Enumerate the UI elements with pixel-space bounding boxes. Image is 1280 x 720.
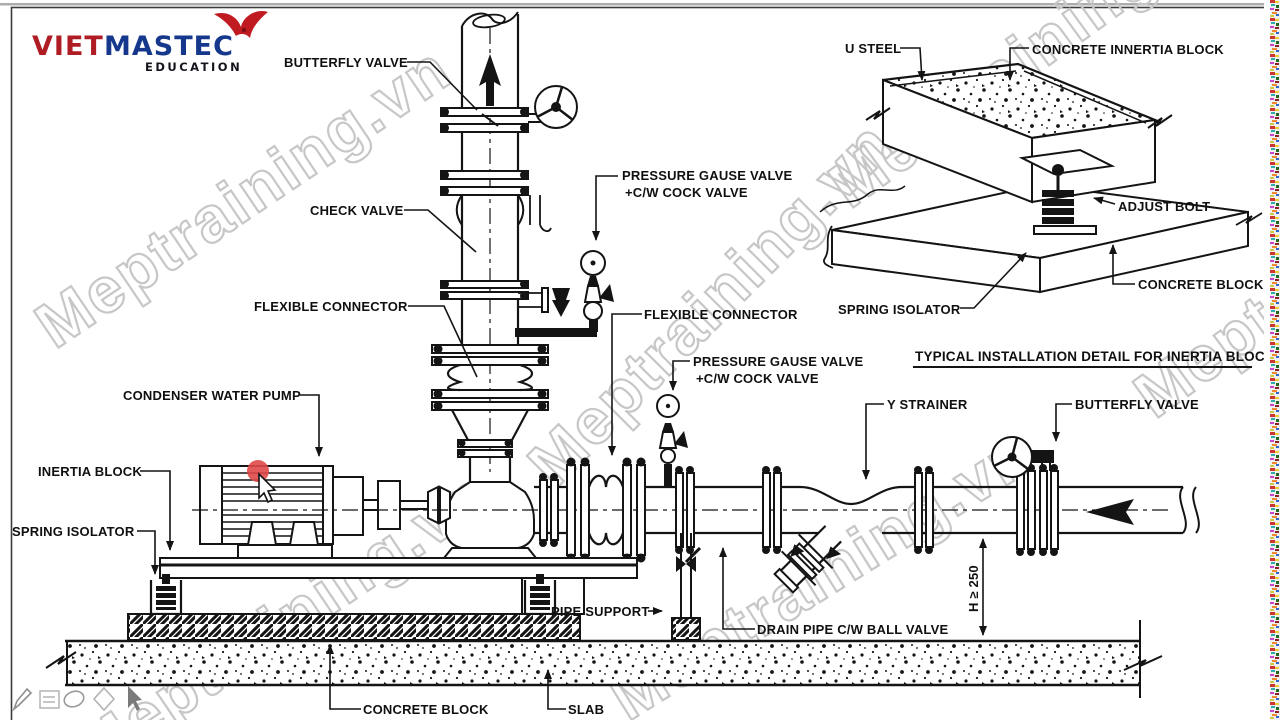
- label-butterfly-valve-top: BUTTERFLY VALVE: [284, 55, 408, 70]
- phoenix-icon-body: [241, 27, 247, 33]
- presenter-cursor: [247, 460, 277, 504]
- shape-tool-icon[interactable]: [92, 686, 116, 712]
- logo-tagline: EDUCATION: [145, 60, 242, 74]
- label-flexible-connector-right: FLEXIBLE CONNECTOR: [644, 307, 798, 322]
- label-pressure-gauge-1-line1: PRESSURE GAUSE VALVE: [622, 168, 793, 183]
- pipe-break-right: [1179, 486, 1200, 534]
- inset-spring: [1033, 190, 1097, 235]
- block-break-right: [1147, 114, 1173, 129]
- ellipse-tool-icon[interactable]: [62, 689, 86, 710]
- bellows: [587, 474, 625, 546]
- shaft: [363, 499, 428, 511]
- stamp-tool-icon[interactable]: [39, 690, 60, 709]
- strainer-top: [781, 485, 915, 506]
- drain-pipe-ball-valve: [676, 533, 702, 618]
- flange-joint: [440, 280, 529, 300]
- foundation: [45, 557, 1163, 698]
- label-inertia-block: INERTIA BLOCK: [38, 464, 142, 479]
- concrete-block-band: [127, 613, 581, 641]
- bellows: [446, 363, 534, 392]
- riser-walls: [460, 14, 520, 345]
- leader-lines: [137, 47, 1135, 710]
- butterfly-valve-right: [991, 436, 1059, 556]
- label-pressure-gauge-2-line2: +C/W COCK VALVE: [696, 371, 819, 386]
- pressure-gauge-1: [515, 250, 614, 337]
- mount-plate: [1018, 148, 1116, 176]
- inertia-base: [159, 557, 638, 579]
- pipe-support-block: [671, 617, 701, 641]
- strainer-leg: [773, 525, 842, 594]
- flexible-connector-vertical: [431, 344, 549, 411]
- reducer-and-pump-column: [441, 409, 539, 559]
- label-pressure-gauge-2-line1: PRESSURE GAUSE VALVE: [693, 354, 864, 369]
- label-y-strainer: Y STRAINER: [887, 397, 968, 412]
- label-spring-isolator: SPRING ISOLATOR: [12, 524, 135, 539]
- top-divider: [0, 3, 1280, 6]
- label-concrete-block: CONCRETE BLOCK: [363, 702, 489, 717]
- pipe-break-top: [461, 11, 519, 27]
- h-dimension-text: H ≥ 250: [966, 565, 981, 612]
- video-noise-strip: [1270, 0, 1280, 720]
- slab-break-left: [45, 651, 77, 669]
- inset-title: TYPICAL INSTALLATION DETAIL FOR INERTIA …: [915, 349, 1275, 364]
- riser-pipe: [431, 11, 614, 559]
- pump-pedestal: [441, 547, 539, 559]
- motor-end-cap: [199, 465, 223, 545]
- label-slab: SLAB: [568, 702, 604, 717]
- mouse-cursor-icon: [258, 472, 277, 504]
- label-pressure-gauge-1-line2: +C/W COCK VALVE: [625, 185, 748, 200]
- adjust-bolt-head: [1052, 164, 1064, 176]
- check-valve: [440, 170, 552, 232]
- label-inset-concrete-block: CONCRETE BLOCK: [1138, 277, 1264, 292]
- label-butterfly-valve-right: BUTTERFLY VALVE: [1075, 397, 1199, 412]
- flow-left-arrow: [1086, 499, 1134, 525]
- phoenix-icon: [214, 10, 268, 38]
- logo-brand-blue: MASTEC: [104, 31, 234, 62]
- cursor-highlight-dot: [247, 460, 269, 482]
- edge-gap: [1264, 0, 1270, 720]
- slab-break-right: [1123, 655, 1163, 671]
- label-pipe-support: PIPE SUPPORT: [551, 604, 649, 619]
- label-concrete-inertia-block: CONCRETE INNERTIA BLOCK: [1032, 42, 1224, 57]
- u-steel-edge: [889, 70, 1147, 124]
- pen-tool-icon[interactable]: [12, 687, 33, 712]
- motor-foot: [246, 521, 278, 546]
- pointer-tool-icon[interactable]: [128, 686, 142, 711]
- y-strainer: [762, 466, 934, 594]
- vent-nipple: [529, 195, 552, 232]
- inertia-block-inset: [819, 62, 1263, 368]
- horizontal-pipe: [192, 394, 1200, 618]
- coupling: [439, 485, 451, 525]
- coupling: [427, 485, 439, 525]
- pump-volute: [445, 481, 535, 549]
- butterfly-valve-top: [440, 85, 578, 133]
- drawing-labels: BUTTERFLY VALVE CHECK VALVE FLEXIBLE CON…: [12, 41, 1275, 717]
- label-u-steel: U STEEL: [845, 41, 901, 56]
- label-adjust-bolt: ADJUST BOLT: [1118, 199, 1210, 214]
- label-check-valve: CHECK VALVE: [310, 203, 404, 218]
- flow-up-arrow: [479, 54, 501, 106]
- spring-isolator-unit: [149, 574, 183, 616]
- slab-band: [65, 641, 1140, 685]
- pump-motor: [199, 465, 451, 559]
- pressure-gauge-2: [656, 394, 688, 488]
- block-break-left: [865, 107, 891, 121]
- label-inset-spring-isolator: SPRING ISOLATOR: [838, 302, 961, 317]
- logo-brand-red: VIET: [32, 31, 104, 62]
- label-flexible-connector-left: FLEXIBLE CONNECTOR: [254, 299, 408, 314]
- label-condenser-water-pump: CONDENSER WATER PUMP: [123, 388, 301, 403]
- annotation-toolbar: [12, 686, 142, 712]
- label-drain-pipe: DRAIN PIPE C/W BALL VALVE: [757, 622, 948, 637]
- h-dimension: H ≥ 250: [966, 538, 987, 636]
- pipe-break-loop: [472, 13, 506, 29]
- motor-foot: [288, 521, 320, 546]
- inset-slab-face: [1039, 210, 1249, 294]
- vietmastec-logo: VIET MASTEC EDUCATION: [32, 10, 268, 74]
